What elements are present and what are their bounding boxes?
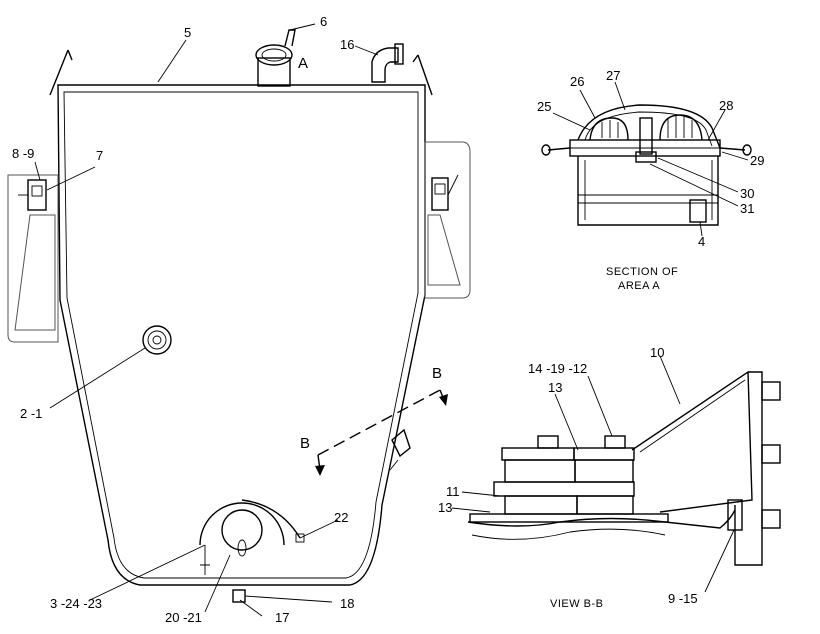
filler-cap — [255, 23, 316, 87]
section-b-marker-1: B — [300, 435, 310, 452]
section-caption-line2: AREA A — [618, 280, 660, 292]
callout-28: 28 — [719, 98, 733, 113]
callout-4: 4 — [698, 234, 705, 249]
sender-unit — [89, 499, 339, 617]
fuel-tank — [49, 49, 433, 586]
callout-2-1: 2 -1 — [20, 406, 42, 421]
callout-7: 7 — [96, 148, 103, 163]
section-caption-line1: SECTION OF — [606, 266, 678, 278]
callout-31: 31 — [740, 201, 754, 216]
callout-18: 18 — [340, 596, 354, 611]
callout-14-19-12: 14 -19 -12 — [528, 361, 587, 376]
callout-9-15: 9 -15 — [668, 591, 698, 606]
left-mount — [7, 161, 96, 343]
callout-22: 22 — [334, 510, 348, 525]
section-area-a — [541, 81, 752, 237]
view-bb — [451, 355, 781, 593]
right-mount — [424, 141, 471, 299]
callout-10: 10 — [650, 345, 664, 360]
callout-8-9: 8 -9 — [12, 146, 34, 161]
callout-16: 16 — [340, 37, 354, 52]
section-line-bb — [315, 389, 448, 476]
section-b-marker-2: B — [432, 365, 442, 382]
callout-11: 11 — [446, 484, 460, 499]
callout-13-upper: 13 — [548, 380, 562, 395]
callout-6: 6 — [320, 14, 327, 29]
callout-3-24-23: 3 -24 -23 — [50, 596, 102, 611]
gauge-port — [49, 325, 172, 409]
callout-20-21: 20 -21 — [165, 610, 202, 625]
view-bb-caption: VIEW B-B — [550, 598, 604, 610]
callout-29: 29 — [750, 153, 764, 168]
callout-25: 25 — [537, 99, 551, 114]
callout-17: 17 — [275, 610, 289, 625]
callout-13-lower: 13 — [438, 500, 452, 515]
area-a-marker: A — [298, 55, 308, 72]
callout-27: 27 — [606, 68, 620, 83]
callout-5: 5 — [184, 25, 191, 40]
elbow-fitting — [354, 43, 404, 83]
callout-30: 30 — [740, 186, 754, 201]
callout-26: 26 — [570, 74, 584, 89]
